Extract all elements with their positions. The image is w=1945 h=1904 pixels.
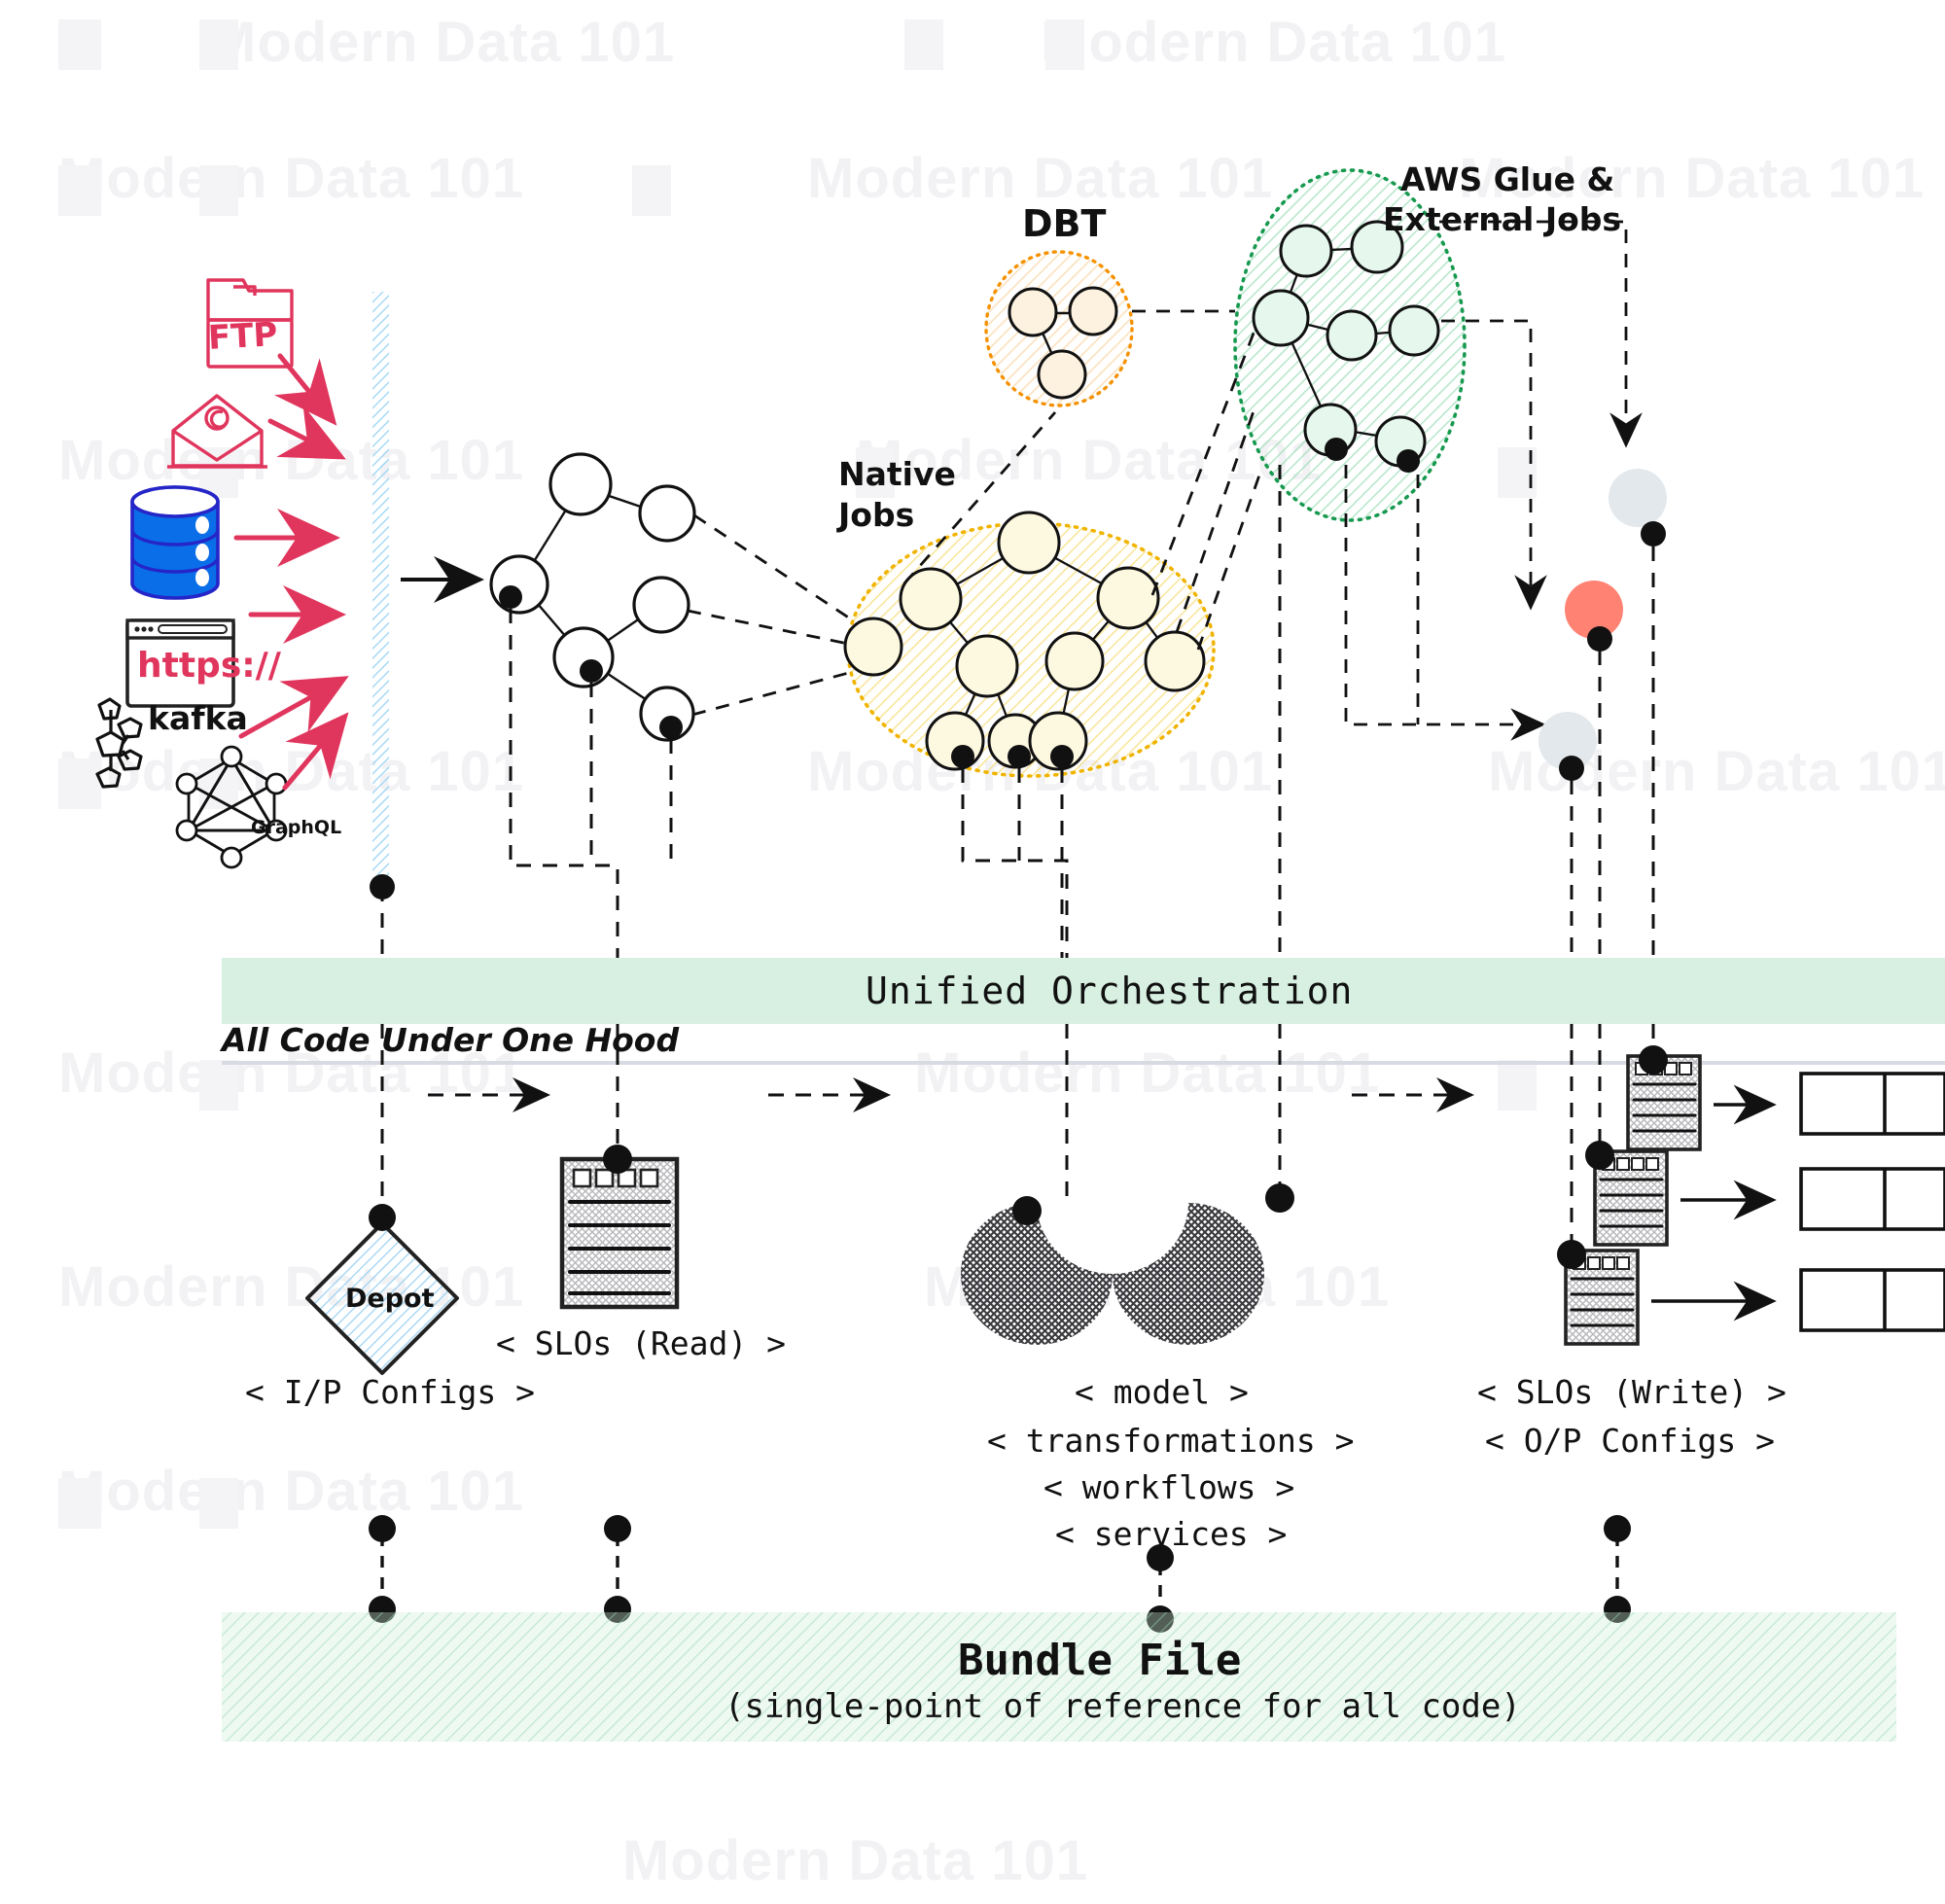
email-icon [167, 394, 267, 469]
infinity-loop [961, 1132, 1294, 1345]
https-label: https:// [137, 646, 281, 686]
watermark-block [199, 165, 238, 216]
watermark-block [1045, 19, 1084, 70]
depot-label: Depot [345, 1284, 435, 1314]
model-label: < model > [1075, 1373, 1249, 1411]
watermark-block [199, 1060, 238, 1111]
ingestion-bar [372, 292, 389, 875]
services-label: < services > [1055, 1515, 1288, 1553]
watermark-block [199, 447, 238, 498]
output-block-1 [1626, 1045, 1945, 1151]
native-jobs-label-line2: Jobs [838, 496, 915, 534]
dag-connectors [687, 309, 1264, 717]
workflows-label: < workflows > [1043, 1468, 1295, 1506]
ip-configs-label: < I/P Configs > [245, 1373, 536, 1411]
watermark-block [199, 1478, 238, 1529]
watermark: Modern Data 101 [58, 1460, 525, 1523]
depot-shape [305, 1204, 459, 1375]
watermark: Modern Data 101 [807, 147, 1274, 210]
watermark-block [58, 1478, 101, 1529]
watermark-block [904, 19, 943, 70]
glue-dag [1252, 220, 1440, 473]
slos-read-document [559, 1145, 680, 1310]
bundle-file-subtitle: (single-point of reference for all code) [725, 1687, 1521, 1726]
native-jobs-label-line1: Native [838, 455, 956, 493]
node-grey-top [1609, 469, 1667, 527]
watermark: Modern Data 101 [1459, 147, 1926, 210]
glue-cluster-label-line1: AWS Glue & [1400, 160, 1615, 198]
native-jobs-dag [843, 511, 1206, 771]
bundle-file-title: Bundle File [958, 1636, 1242, 1685]
unified-orchestration-label: Unified Orchestration [866, 970, 1354, 1012]
node-grey-bot [1538, 712, 1597, 770]
watermark: Modern Data 101 [622, 1829, 1089, 1892]
watermark-block [58, 165, 101, 216]
graphql-icon [175, 745, 288, 869]
dbt-cluster-label: DBT [1022, 202, 1107, 245]
watermark: Modern Data 101 [58, 1041, 525, 1105]
vertical-drops [380, 465, 1655, 972]
output-block-3 [1557, 1240, 1945, 1346]
watermark-block [58, 758, 101, 809]
watermark: Modern Data 101 [914, 1041, 1381, 1105]
node-red [1565, 581, 1623, 639]
watermark-block [199, 19, 238, 70]
kafka-label: kafka [148, 699, 248, 737]
watermark: Modern Data 101 [1041, 11, 1507, 74]
bar-terminal-dot [370, 874, 395, 899]
watermark-block [856, 447, 895, 498]
watermark-block [1498, 1060, 1537, 1111]
glue-cluster-label-line2: External Jobs [1383, 200, 1622, 238]
ftp-label: FTP [207, 315, 279, 358]
transformations-label: < transformations > [987, 1422, 1355, 1460]
watermark: Modern Data 101 [58, 147, 525, 210]
database-icon [130, 485, 220, 600]
ftp-folder-icon [206, 278, 294, 369]
watermark: Modern Data 101 [209, 11, 676, 74]
lower-drops [380, 1024, 1655, 1254]
op-configs-label: < O/P Configs > [1485, 1422, 1776, 1460]
watermark-block [58, 19, 101, 70]
dbt-dag [1008, 286, 1118, 400]
output-block-2 [1585, 1141, 1945, 1247]
graphql-label: GraphQL [251, 817, 342, 838]
slos-write-label: < SLOs (Write) > [1477, 1373, 1786, 1411]
source-arrows [233, 353, 349, 791]
all-code-under-one-hood-label: All Code Under One Hood [222, 1021, 680, 1059]
watermark-block [632, 165, 671, 216]
right-nodes [1538, 469, 1667, 781]
bundle-file-band [222, 1612, 1896, 1742]
slos-read-label: < SLOs (Read) > [496, 1324, 787, 1362]
output-routing [1344, 220, 1643, 741]
browser-icon [125, 618, 235, 708]
kafka-icon [95, 697, 143, 789]
unified-orchestration-band [222, 958, 1945, 1024]
